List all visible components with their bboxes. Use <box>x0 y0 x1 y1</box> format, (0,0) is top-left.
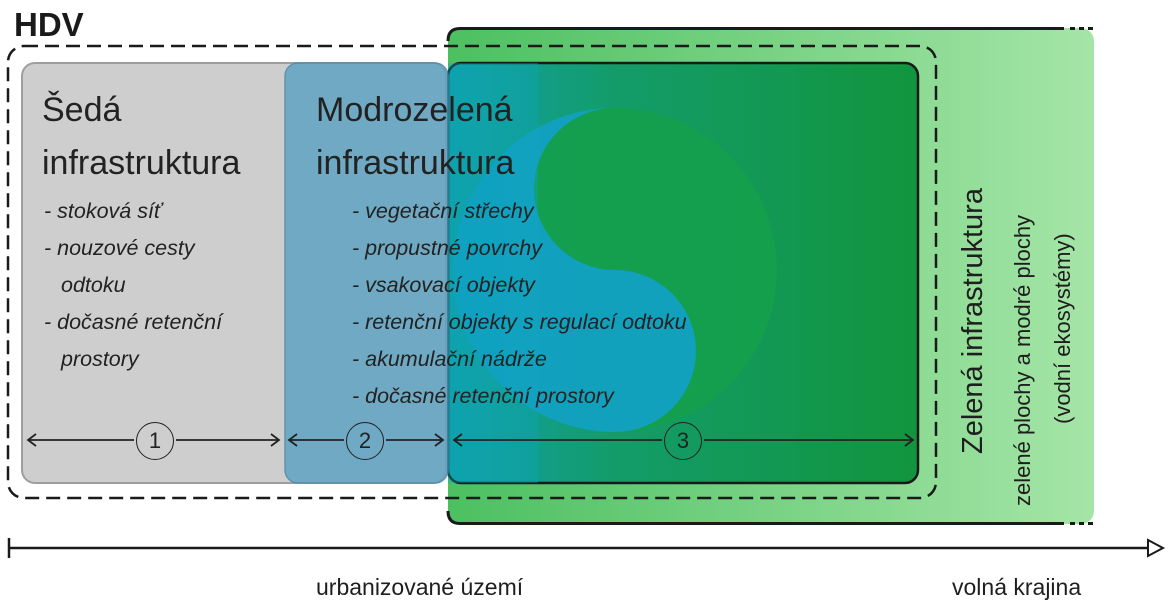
hdv-label: HDV <box>14 6 84 43</box>
list-item: - vsakovací objekty <box>352 273 535 297</box>
bluegreen-infrastructure-title: Modrozelená infrastruktura <box>316 84 514 190</box>
grey-infrastructure-title: Šedá infrastruktura <box>42 84 240 190</box>
axis-label-urban: urbanizované území <box>316 574 524 600</box>
grey-title-line2: infrastruktura <box>42 144 241 182</box>
list-item: - akumulační nádrže <box>352 347 547 371</box>
list-item: - dočasné retenční prostory <box>352 384 614 408</box>
list-item: odtoku <box>61 273 126 297</box>
list-item: - stoková síť <box>44 199 162 223</box>
list-item: prostory <box>61 347 139 371</box>
list-item: - propustné povrchy <box>352 236 543 260</box>
zone-number-2: 2 <box>346 422 384 460</box>
double-arrow-icon <box>26 433 915 447</box>
zone-number-1: 1 <box>136 422 174 460</box>
list-item: - nouzové cesty <box>44 236 195 260</box>
hdv-boundary <box>6 44 938 500</box>
axis-label-landscape: volná krajina <box>952 574 1082 600</box>
bluegreen-title-line2: infrastruktura <box>316 144 515 182</box>
list-item: - dočasné retenční <box>44 310 223 334</box>
zone-number-3: 3 <box>664 422 702 460</box>
green-infrastructure-subtitle-2: (vodní ekosystémy) <box>1050 233 1075 424</box>
axis-arrow-icon <box>7 538 1166 558</box>
list-item: - vegetační střechy <box>352 199 534 223</box>
grey-title-line1: Šedá <box>42 91 122 129</box>
yin-yang-icon <box>453 108 777 432</box>
bluegreen-title-line1: Modrozelená <box>316 91 513 129</box>
green-infrastructure-subtitle-1: zelené plochy a modré plochy <box>1010 214 1035 506</box>
bluegreen-box <box>284 62 449 484</box>
green-infrastructure-title: Zelená infrastruktura <box>957 188 989 454</box>
list-item: - retenční objekty s regulací odtoku <box>352 310 687 334</box>
grey-infrastructure-list: - stoková síť - nouzové cesty odtoku - d… <box>44 193 222 378</box>
bluegreen-infrastructure-list: - vegetační střechy - propustné povrchy … <box>352 193 687 415</box>
